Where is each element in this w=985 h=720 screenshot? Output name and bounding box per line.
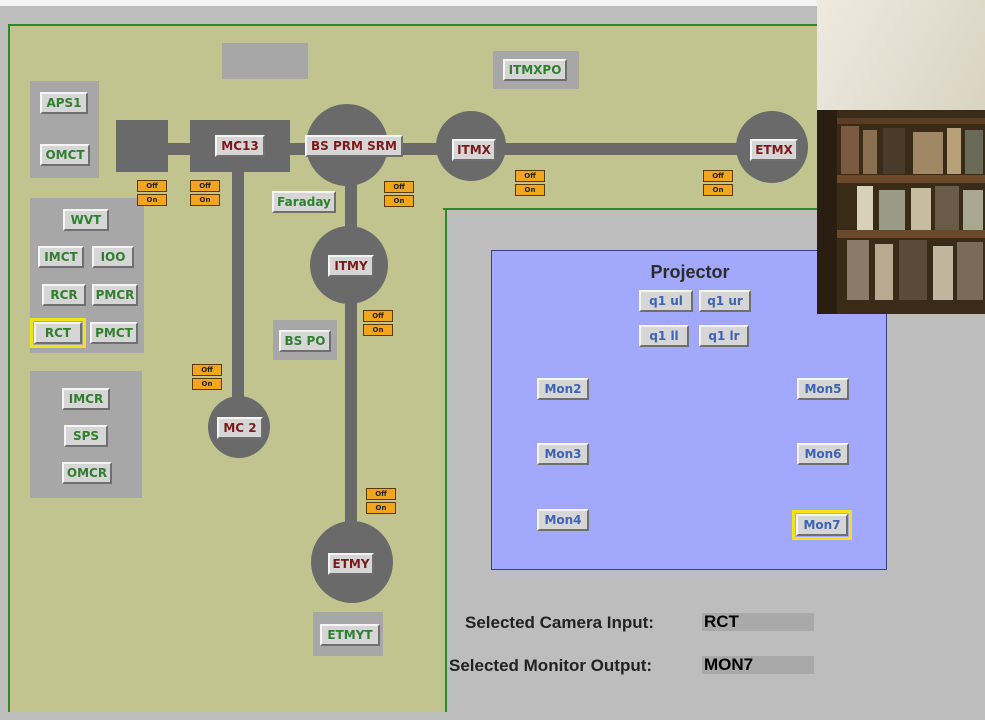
imct-button[interactable]: IMCT xyxy=(38,246,84,268)
mon5-button[interactable]: Mon5 xyxy=(797,378,849,400)
aps1-button[interactable]: APS1 xyxy=(40,92,88,114)
switch-off-8[interactable]: Off xyxy=(366,488,396,500)
switch-on-4[interactable]: On xyxy=(515,184,545,196)
imcr-button[interactable]: IMCR xyxy=(62,388,110,410)
camera-input-label: Selected Camera Input: xyxy=(465,613,654,632)
switch-off-3[interactable]: Off xyxy=(384,181,414,193)
switch-on-5[interactable]: On xyxy=(703,184,733,196)
mon7-button[interactable]: Mon7 xyxy=(792,510,852,540)
switch-on-1[interactable]: On xyxy=(137,194,167,206)
bs-po-button[interactable]: BS PO xyxy=(279,330,331,352)
switch-on-3[interactable]: On xyxy=(384,195,414,207)
quad-ul-button[interactable]: q1 ul xyxy=(639,290,693,312)
switch-on-8[interactable]: On xyxy=(366,502,396,514)
faraday-button[interactable]: Faraday xyxy=(272,191,336,213)
quad-ll-button[interactable]: q1 ll xyxy=(639,325,689,347)
mc1-block xyxy=(116,120,168,172)
etmyt-button[interactable]: ETMYT xyxy=(320,624,380,646)
beam-mc2-arm xyxy=(232,150,244,420)
etmy-button[interactable]: ETMY xyxy=(328,553,374,575)
monitor-output-value: MON7 xyxy=(702,656,814,674)
switch-off-6[interactable]: Off xyxy=(363,310,393,322)
itmx-button[interactable]: ITMX xyxy=(452,139,496,161)
etmx-button[interactable]: ETMX xyxy=(750,139,798,161)
switch-off-5[interactable]: Off xyxy=(703,170,733,182)
omcr-button[interactable]: OMCR xyxy=(62,462,112,484)
quad-ur-button[interactable]: q1 ur xyxy=(699,290,751,312)
switch-off-1[interactable]: Off xyxy=(137,180,167,192)
ioo-button[interactable]: IOO xyxy=(92,246,134,268)
blank-box xyxy=(222,43,308,79)
pmcr-button[interactable]: PMCR xyxy=(92,284,138,306)
quad-lr-button[interactable]: q1 lr xyxy=(699,325,749,347)
top-strip xyxy=(0,0,985,6)
switch-on-6[interactable]: On xyxy=(363,324,393,336)
mon3-button[interactable]: Mon3 xyxy=(537,443,589,465)
mon2-button[interactable]: Mon2 xyxy=(537,378,589,400)
camera-input-value: RCT xyxy=(702,613,814,631)
rcr-button[interactable]: RCR xyxy=(42,284,86,306)
mon4-button[interactable]: Mon4 xyxy=(537,509,589,531)
mon6-button[interactable]: Mon6 xyxy=(797,443,849,465)
omct-button[interactable]: OMCT xyxy=(40,144,90,166)
pmct-button[interactable]: PMCT xyxy=(90,322,138,344)
projector-title: Projector xyxy=(650,262,730,282)
rct-button[interactable]: RCT xyxy=(30,318,86,348)
switch-on-2[interactable]: On xyxy=(190,194,220,206)
switch-off-7[interactable]: Off xyxy=(192,364,222,376)
monitor-output-label: Selected Monitor Output: xyxy=(449,656,653,675)
itmy-button[interactable]: ITMY xyxy=(328,255,374,277)
sps-button[interactable]: SPS xyxy=(64,425,108,447)
camera-video-feed xyxy=(817,0,985,314)
mc2-button[interactable]: MC 2 xyxy=(217,417,263,439)
bs-prm-srm-button[interactable]: BS PRM SRM xyxy=(305,135,403,157)
itmxpo-button[interactable]: ITMXPO xyxy=(503,59,567,81)
beam-y-arm xyxy=(345,150,357,550)
bookshelf-video-image xyxy=(817,0,985,314)
switch-off-2[interactable]: Off xyxy=(190,180,220,192)
wvt-button[interactable]: WVT xyxy=(63,209,109,231)
switch-on-7[interactable]: On xyxy=(192,378,222,390)
switch-off-4[interactable]: Off xyxy=(515,170,545,182)
mc13-button[interactable]: MC13 xyxy=(215,135,265,157)
